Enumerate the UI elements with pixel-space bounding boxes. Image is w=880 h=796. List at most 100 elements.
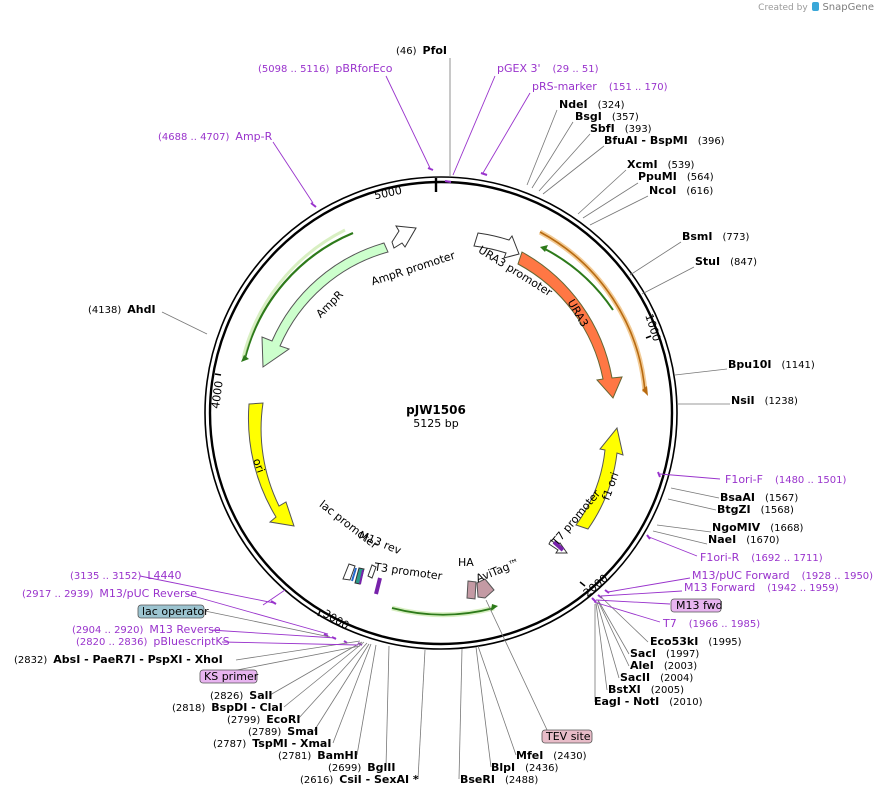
svg-text:BfuAI - BspMI(396): BfuAI - BspMI(396) (604, 134, 725, 147)
boxed-labels: M13 fwd lac operator KS primer TEV site (137, 598, 723, 744)
ks-primer-box-label: KS primer (204, 670, 259, 683)
svg-text:(2917 .. 2939)M13/pUC Reverse: (2917 .. 2939)M13/pUC Reverse (22, 587, 197, 600)
svg-text:(3135 .. 3152)L4440: (3135 .. 3152) L4440 (70, 569, 182, 582)
site-name: SacII (620, 671, 650, 684)
t3-promoter-label: T3 promoter (373, 560, 444, 583)
svg-text:(5098 .. 5116)pBRforEco: (5098 .. 5116) pBRforEco (258, 62, 393, 75)
site-pos: (1141) (782, 360, 815, 371)
primer-pos: (5098 .. 5116) (258, 64, 330, 75)
site-name: SacI (630, 647, 656, 660)
svg-text:BsgI(357): BsgI(357) (575, 110, 639, 123)
svg-text:NsiI(1238): NsiI(1238) (731, 394, 798, 407)
tev-site-box: TEV site (541, 729, 593, 744)
svg-text:PpuMI(564): PpuMI(564) (638, 170, 714, 183)
m13-fwd-box: M13 fwd (670, 598, 723, 613)
site-name: TspMI - XmaI (252, 737, 331, 750)
site-name: BsmI (682, 230, 713, 243)
svg-text:(2787)TspMI - XmaI: (2787) TspMI - XmaI (213, 737, 331, 750)
primer-name: L4440 (147, 569, 181, 582)
feature-ori: ori (247, 402, 295, 527)
site-pos: (46) (396, 46, 417, 57)
primer-pos: (3135 .. 3152) (70, 571, 142, 582)
site-name: AbsI - PaeR7I - PspXI - XhoI (53, 653, 222, 666)
primer-name: M13/pUC Forward (692, 569, 790, 582)
svg-text:(4138)AhdI: (4138) AhdI (88, 303, 156, 316)
svg-text:(2818)BspDI - ClaI: (2818)BspDI - ClaI (172, 701, 283, 714)
site-name: NdeI (559, 98, 588, 111)
site-labels: (46)PfoI NdeI (324) BsgI(357) SbfI(393) B… (14, 44, 815, 786)
svg-text:AleI(2003): AleI(2003) (630, 659, 697, 672)
svg-text:(46)PfoI: (46)PfoI (396, 44, 447, 57)
site-leaders (161, 58, 730, 780)
site-pos: (616) (686, 186, 713, 197)
primer-leaders (139, 75, 721, 646)
site-pos: (2781) (278, 751, 311, 762)
ruler-label-3000: 3000 (321, 607, 352, 632)
site-pos: (564) (687, 172, 714, 183)
site-pos: (2699) (328, 763, 361, 774)
svg-text:BstXI(2005): BstXI(2005) (608, 683, 684, 696)
site-name: Eco53kI (650, 635, 698, 648)
site-name: BseRI (460, 773, 495, 786)
lac-operator-box-label: lac operator (142, 605, 209, 618)
ks-primer-box: KS primer (199, 669, 259, 684)
site-pos: (2787) (213, 739, 246, 750)
svg-text:(2820 .. 2836)pBluescriptKS: (2820 .. 2836)pBluescriptKS (76, 635, 230, 648)
site-pos: (324) (598, 100, 625, 111)
svg-text:NdeI(324): NdeI (324) (559, 98, 625, 111)
site-name: SbfI (590, 122, 615, 135)
ruler-label-4000: 4000 (209, 380, 226, 410)
site-pos: (847) (730, 257, 757, 268)
primer-name: M13 Reverse (149, 623, 220, 636)
site-name: CsiI - SexAI * (339, 773, 419, 786)
primer-pos: (2917 .. 2939) (22, 589, 94, 600)
site-pos: (1568) (761, 505, 794, 516)
feature-t3-promoter: T3 promoter (367, 560, 444, 595)
primer-name: pRS-marker (532, 80, 597, 93)
svg-text:(2799)EcoRI: (2799)EcoRI (227, 713, 300, 726)
site-pos: (1995) (708, 637, 741, 648)
site-name: XcmI (627, 158, 658, 171)
backbone (204, 176, 678, 650)
site-pos: (2832) (14, 655, 47, 666)
svg-text:NaeI(1670): NaeI(1670) (708, 533, 780, 546)
primer-pos: (2904 .. 2920) (72, 625, 144, 636)
site-pos: (2436) (525, 763, 558, 774)
svg-text:(4688 .. 4707)Amp-R: (4688 .. 4707)Amp-R (158, 130, 273, 143)
primer-name: F1ori-F (725, 473, 763, 486)
site-name: EagI - NotI (594, 695, 659, 708)
svg-text:(2781)BamHI: (2781)BamHI (278, 749, 358, 762)
site-pos: (4138) (88, 305, 121, 316)
primer-pos: (1480 .. 1501) (775, 475, 847, 486)
svg-text:SacII(2004): SacII (2004) (620, 671, 693, 684)
primer-name: pGEX 3' (497, 62, 541, 75)
ha-label: HA (458, 556, 474, 569)
ampr-label: AmpR (314, 288, 347, 321)
site-pos: (2799) (227, 715, 260, 726)
site-pos: (1997) (666, 649, 699, 660)
site-pos: (2010) (669, 697, 702, 708)
site-pos: (396) (698, 136, 725, 147)
site-pos: (2005) (651, 685, 684, 696)
avitag-label: AviTag™ (474, 556, 522, 585)
site-pos: (1670) (746, 535, 779, 546)
site-pos: (2488) (505, 775, 538, 786)
primer-name: pBRforEco (335, 62, 392, 75)
snapgene-logo-icon (811, 2, 819, 11)
site-pos: (2004) (660, 673, 693, 684)
site-name: MfeI (516, 749, 543, 762)
svg-text:M13/pUC Forward(1928 .. 1950): M13/pUC Forward(1928 .. 1950) (692, 569, 873, 582)
site-pos: (2826) (210, 691, 243, 702)
site-name: NcoI (649, 184, 676, 197)
plasmid-size: 5125 bp (413, 417, 458, 430)
svg-text:SbfI(393): SbfI(393) (590, 122, 652, 135)
svg-text:pRS-marker(151 .. 170): pRS-marker(151 .. 170) (532, 80, 668, 93)
svg-text:(2826)SalI: (2826)SalI (210, 689, 272, 702)
site-name: AleI (630, 659, 654, 672)
primer-name: pBluescriptKS (153, 635, 229, 648)
svg-text:NgoMIV(1668): NgoMIV(1668) (712, 521, 804, 534)
primer-name: T7 (662, 617, 677, 630)
feature-ura3: URA3 (517, 229, 648, 399)
feature-t7-promoter: T7 promoter (548, 487, 603, 554)
site-name: AhdI (127, 303, 155, 316)
